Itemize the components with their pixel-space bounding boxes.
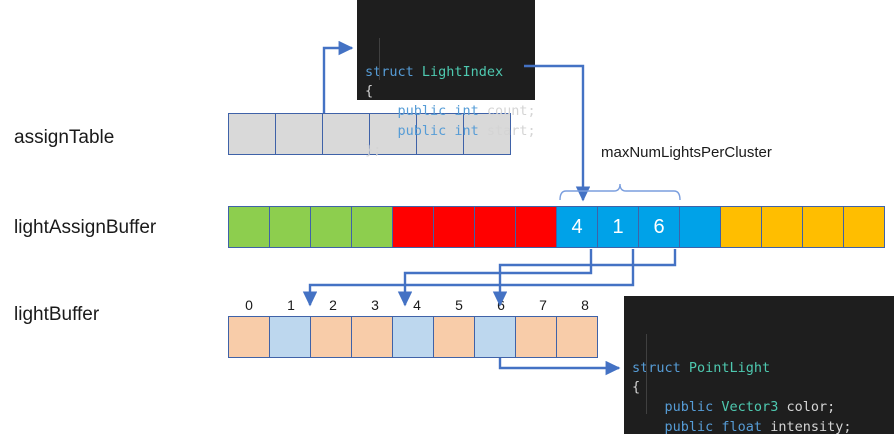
light-assign-buffer-cell[interactable] [679,206,721,248]
code-line: { [624,378,894,398]
light-buffer-cell[interactable] [351,316,393,358]
code-line: public float intensity; [624,418,894,434]
code-token: public [664,398,722,415]
indent-guide [646,334,647,414]
light-assign-buffer-cell[interactable] [310,206,352,248]
code-token: struct [365,63,422,80]
max-num-lights-per-cluster-label: maxNumLightsPerCluster [601,144,772,161]
light-assign-buffer-cell[interactable] [843,206,885,248]
assign-table-cell[interactable] [416,113,464,155]
light-assign-buffer-cell[interactable] [802,206,844,248]
code-line: { [357,82,535,102]
light-buffer-cell-highlighted[interactable] [392,316,434,358]
code-block-point-light: struct PointLight{ public Vector3 color;… [624,296,894,434]
code-block-light-index: struct LightIndex{ public int count; pub… [357,0,536,158]
code-token [632,399,665,415]
light-assign-buffer-cell[interactable] [228,206,270,248]
light-buffer-cell-highlighted[interactable] [474,316,516,358]
code-token: public [664,418,722,434]
light-buffer-cell[interactable] [433,316,475,358]
light-assign-buffer-cell[interactable] [392,206,434,248]
brace-max-num-lights [559,183,681,201]
light-buffer-index-label: 0 [245,297,253,313]
assign-table-cell[interactable] [228,113,276,155]
light-buffer-row [228,316,598,358]
assign-table-row [228,113,511,155]
code-token: public int [397,102,487,119]
code-token: PointLight [688,359,771,376]
arrow-assigntable-to-lightindex [322,40,354,113]
assign-table-cell[interactable] [322,113,370,155]
code-token: LightIndex [421,63,504,80]
row-label-light-buffer: lightBuffer [14,304,100,325]
code-token: count; [486,102,536,119]
light-buffer-index-label: 8 [581,297,589,313]
assign-table-cell[interactable] [463,113,511,155]
code-line: public Vector3 color; [624,398,894,418]
assign-table-cell[interactable] [275,113,323,155]
row-label-light-assign-buffer: lightAssignBuffer [14,217,157,238]
code-line: public int start; [357,122,536,142]
code-token: }; [365,142,382,159]
light-buffer-cell[interactable] [515,316,557,358]
code-token: intensity; [762,418,852,434]
code-token: { [365,83,374,100]
light-buffer-index-label: 7 [539,297,547,313]
code-token: float [721,418,763,434]
light-buffer-index-label: 1 [287,297,295,313]
light-assign-buffer-cell[interactable] [761,206,803,248]
light-buffer-index-label: 6 [497,297,505,313]
code-token: color; [778,398,836,415]
light-buffer-cell[interactable] [228,316,270,358]
light-assign-buffer-cell[interactable] [433,206,475,248]
light-buffer-index-label: 2 [329,297,337,313]
arrow-lightbuffer-to-pointlight [498,358,621,376]
light-assign-buffer-cell[interactable]: 1 [597,206,639,248]
code-token: { [632,379,641,396]
code-token [365,123,398,139]
light-assign-buffer-cell[interactable] [720,206,762,248]
code-token [365,103,398,119]
light-buffer-index-label: 3 [371,297,379,313]
light-buffer-cell[interactable] [310,316,352,358]
light-buffer-index-label: 5 [455,297,463,313]
code-token: Vector3 [721,398,779,415]
code-token [632,419,665,434]
code-line: }; [357,141,535,161]
indent-guide [379,38,380,80]
code-line: public int count; [357,102,536,122]
code-token: public int [397,122,487,139]
code-token: struct [632,359,689,376]
light-assign-buffer-cell[interactable] [474,206,516,248]
light-buffer-cell-highlighted[interactable] [269,316,311,358]
light-buffer-cell[interactable] [556,316,598,358]
code-token: start; [486,122,536,139]
light-assign-buffer-cell[interactable] [269,206,311,248]
code-line: struct PointLight [624,359,894,379]
light-assign-buffer-cell[interactable]: 4 [556,206,598,248]
light-assign-buffer-cell[interactable]: 6 [638,206,680,248]
light-buffer-index-label: 4 [413,297,421,313]
light-buffer-index-row: 0 1 2 3 4 5 6 7 8 [228,298,606,312]
code-line: struct LightIndex [357,63,535,83]
light-assign-buffer-cell[interactable] [515,206,557,248]
row-label-assign-table: assignTable [14,127,115,148]
light-assign-buffer-cell[interactable] [351,206,393,248]
